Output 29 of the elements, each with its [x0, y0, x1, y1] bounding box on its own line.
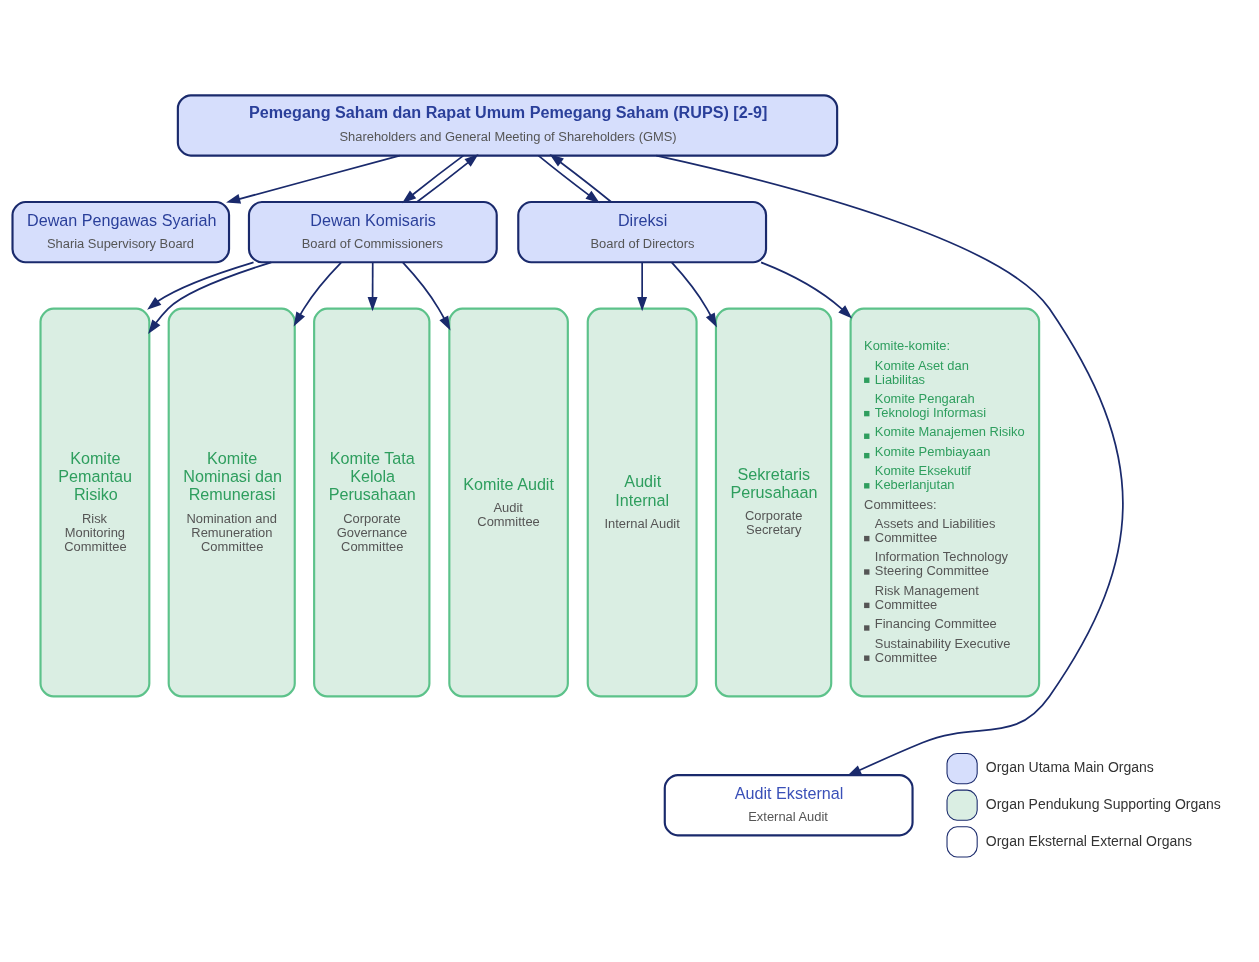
node-box: Dewan Komisaris Board of Commissioners — [247, 200, 498, 263]
node-box: Komite Tata Kelola Perusahaan Corporate Governance Committee — [313, 307, 431, 697]
node-box: Komite-komite: Komite Aset dan Liabilitas Komite Pengarah Teknologi Informasi Komite Manajemen Risiko Komite Pembiayaan Komite Eksekutif Keberlanjutan Committees: Assets and Liabilities Committee Information Technology Steering Committee Risk Management Committee Financing Committee Sustainability Executive Committee — [849, 307, 1041, 697]
node-box: Dewan Pengawas Syariah Sharia Supervisory Board — [11, 200, 231, 263]
arrow — [293, 261, 342, 326]
arrow — [402, 154, 465, 203]
arrow — [226, 154, 401, 204]
node-box: Pemegang Saham dan Rapat Umum Pemegang Saham (RUPS) [2-9] Shareholders and General Meeting of Shareholders (GMS) — [176, 93, 839, 157]
arrow — [637, 261, 648, 311]
node-box: Komite Audit Audit Committee — [448, 307, 569, 697]
legend-label: Organ Eksternal External Organs — [985, 832, 1193, 848]
arrow — [549, 153, 612, 203]
node-box: Sekretaris Perusahaan Corporate Secretary — [714, 307, 833, 697]
node-box: Audit Eksternal External Audit — [663, 773, 914, 836]
arrow — [416, 153, 479, 203]
node-box: Direksi Board of Directors — [517, 200, 768, 263]
arrow — [147, 260, 255, 310]
legend-label: Organ Pendukung Supporting Organs — [985, 795, 1221, 812]
node-box: Audit Internal Internal Audit — [586, 307, 698, 697]
arrow — [655, 154, 1124, 776]
arrow — [670, 261, 717, 327]
arrow — [537, 154, 600, 203]
node-box: Komite Nominasi dan Remunerasi Nomination and Remuneration Committee — [167, 307, 296, 697]
node-box: Komite Pemantau Risiko Risk Monitoring Committee — [39, 307, 151, 697]
arrow — [148, 260, 273, 334]
arrow — [401, 261, 451, 330]
arrow — [760, 261, 853, 319]
legend-label: Organ Utama Main Organs — [985, 758, 1154, 775]
arrow — [367, 261, 378, 311]
